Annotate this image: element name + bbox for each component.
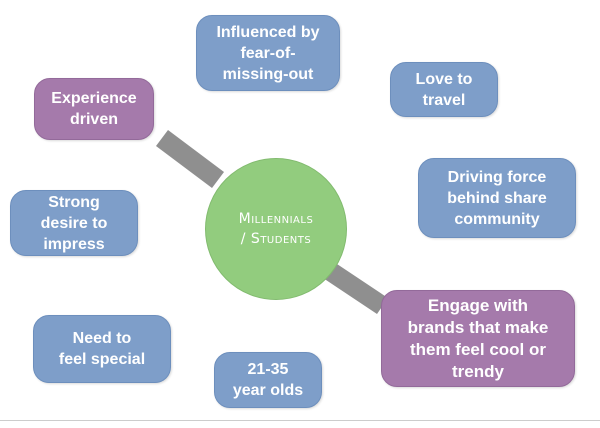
node-engage-label: Engage with brands that make them feel c…: [407, 295, 549, 381]
node-impress: Strong desire to impress: [10, 190, 138, 256]
center-node: Millennials / Students: [205, 158, 347, 300]
node-age: 21-35 year olds: [214, 352, 322, 408]
connector-engage: [323, 262, 388, 314]
node-special-label: Need to feel special: [58, 330, 146, 368]
node-experience: Experience driven: [34, 78, 154, 140]
node-share-label: Driving force behind share community: [447, 168, 547, 228]
node-fomo-label: Influenced by fear-of- missing-out: [216, 23, 320, 83]
divider: [0, 420, 600, 421]
center-node-label: Millennials / Students: [238, 211, 314, 247]
node-travel-label: Love to travel: [415, 70, 473, 109]
node-special: Need to feel special: [33, 315, 171, 383]
node-experience-label: Experience driven: [51, 90, 137, 128]
node-age-label: 21-35 year olds: [232, 361, 304, 399]
node-share: Driving force behind share community: [418, 158, 576, 238]
node-fomo: Influenced by fear-of- missing-out: [196, 15, 340, 91]
node-impress-label: Strong desire to impress: [40, 193, 108, 253]
node-travel: Love to travel: [390, 62, 498, 117]
node-engage: Engage with brands that make them feel c…: [381, 290, 575, 387]
connector-experience: [156, 130, 224, 188]
